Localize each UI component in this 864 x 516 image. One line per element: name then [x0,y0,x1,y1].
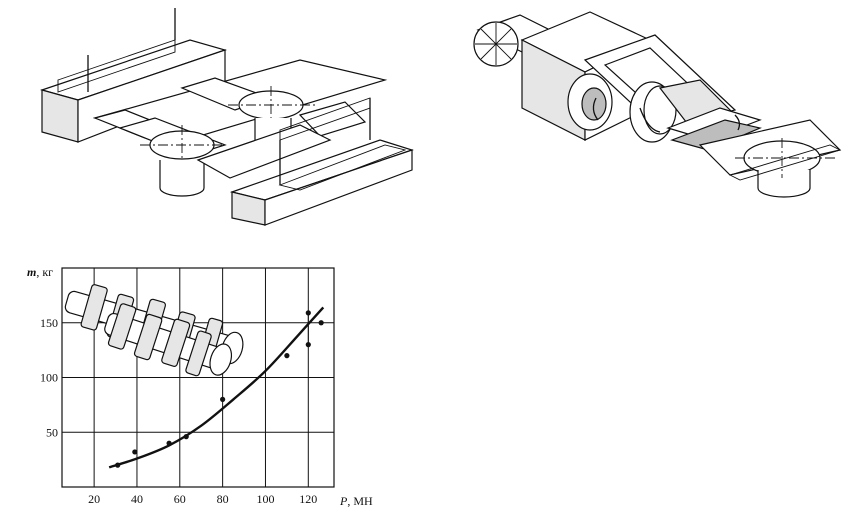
data-point [132,449,138,455]
x-axis-label: P, МН [339,494,373,508]
crankshaft-illustration [64,284,244,377]
x-tick-label: 60 [174,492,186,506]
y-tick-label: 50 [46,425,58,439]
y-tick-labels: 50 100 150 [40,316,58,440]
x-tick-label: 20 [88,492,100,506]
isometric-mechanism-illustration [473,11,842,198]
mass-vs-force-chart: 20 40 60 80 100 120 50 100 150 m, кг P, МН [27,265,373,508]
data-points [115,310,324,468]
y-tick-label: 100 [40,371,58,385]
plot-frame [61,267,335,488]
data-point [115,462,121,468]
x-tick-label: 40 [131,492,143,506]
x-tick-label: 120 [299,492,317,506]
y-axis-label: m, кг [27,265,53,279]
data-point [220,396,226,402]
data-point [284,353,290,359]
data-point [318,320,324,326]
x-tick-label: 80 [217,492,229,506]
x-tick-labels: 20 40 60 80 100 120 [88,492,317,506]
trend-curve [108,306,325,469]
y-tick-label: 150 [40,316,58,330]
isometric-press-illustration [39,8,414,226]
data-point [166,440,172,446]
data-point [183,434,189,440]
x-tick-label: 100 [256,492,274,506]
